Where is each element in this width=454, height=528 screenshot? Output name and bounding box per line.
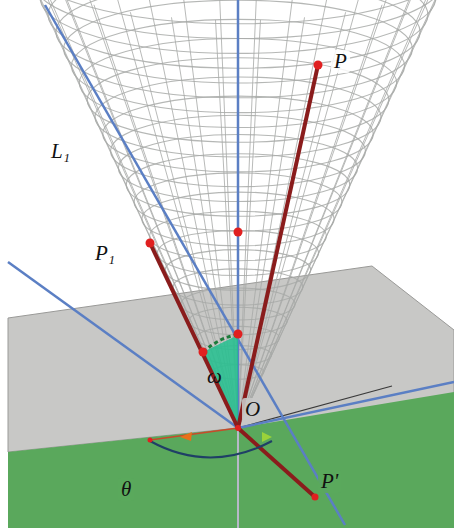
mesh-generator	[238, 0, 449, 428]
mesh-generator	[171, 0, 238, 428]
angle-marker	[180, 432, 192, 441]
point-label: P	[331, 50, 350, 73]
point-dot	[235, 425, 241, 431]
point-label: P'	[318, 470, 341, 493]
line-L1	[45, 5, 345, 525]
mesh-generator	[238, 0, 449, 428]
segment-OP	[238, 65, 318, 428]
point-dot	[314, 61, 323, 70]
axis-line	[238, 382, 454, 428]
point-dot	[199, 348, 208, 357]
line-label: L₁	[48, 140, 73, 163]
point-label: P₁	[92, 242, 118, 265]
angle-marker	[262, 432, 272, 442]
mesh-generator	[238, 20, 261, 428]
projection-line	[150, 428, 238, 440]
mesh-generator	[238, 0, 261, 428]
point-dot	[148, 438, 153, 443]
angle-label: ω	[204, 365, 225, 388]
plane-edge	[238, 386, 392, 428]
axis-line	[8, 262, 238, 428]
point-dot	[234, 330, 243, 339]
mesh-generator	[238, 17, 305, 428]
segment-OP-prime	[238, 428, 315, 497]
mesh-generator	[130, 0, 238, 428]
point-dot	[146, 239, 155, 248]
mesh-generator	[238, 0, 346, 428]
point-dot	[312, 494, 319, 501]
cone-mesh	[23, 0, 454, 428]
mesh-generator	[238, 0, 382, 428]
angle-label: θ	[118, 478, 134, 501]
origin-label: O	[242, 398, 263, 421]
mesh-generator	[27, 0, 238, 428]
mesh-generator	[238, 0, 435, 428]
axis-below	[237, 428, 239, 528]
mesh-generator	[23, 0, 238, 428]
mesh-generator	[171, 17, 238, 428]
omega-arc	[203, 335, 238, 352]
mesh-generator	[238, 0, 305, 428]
mesh-generator	[238, 0, 435, 428]
mesh-generator	[238, 0, 453, 428]
segment-OP1	[150, 243, 238, 428]
mesh-generator	[27, 0, 238, 428]
theta-arc	[150, 441, 272, 458]
mesh-generator	[41, 0, 238, 428]
point-dot	[234, 228, 243, 237]
